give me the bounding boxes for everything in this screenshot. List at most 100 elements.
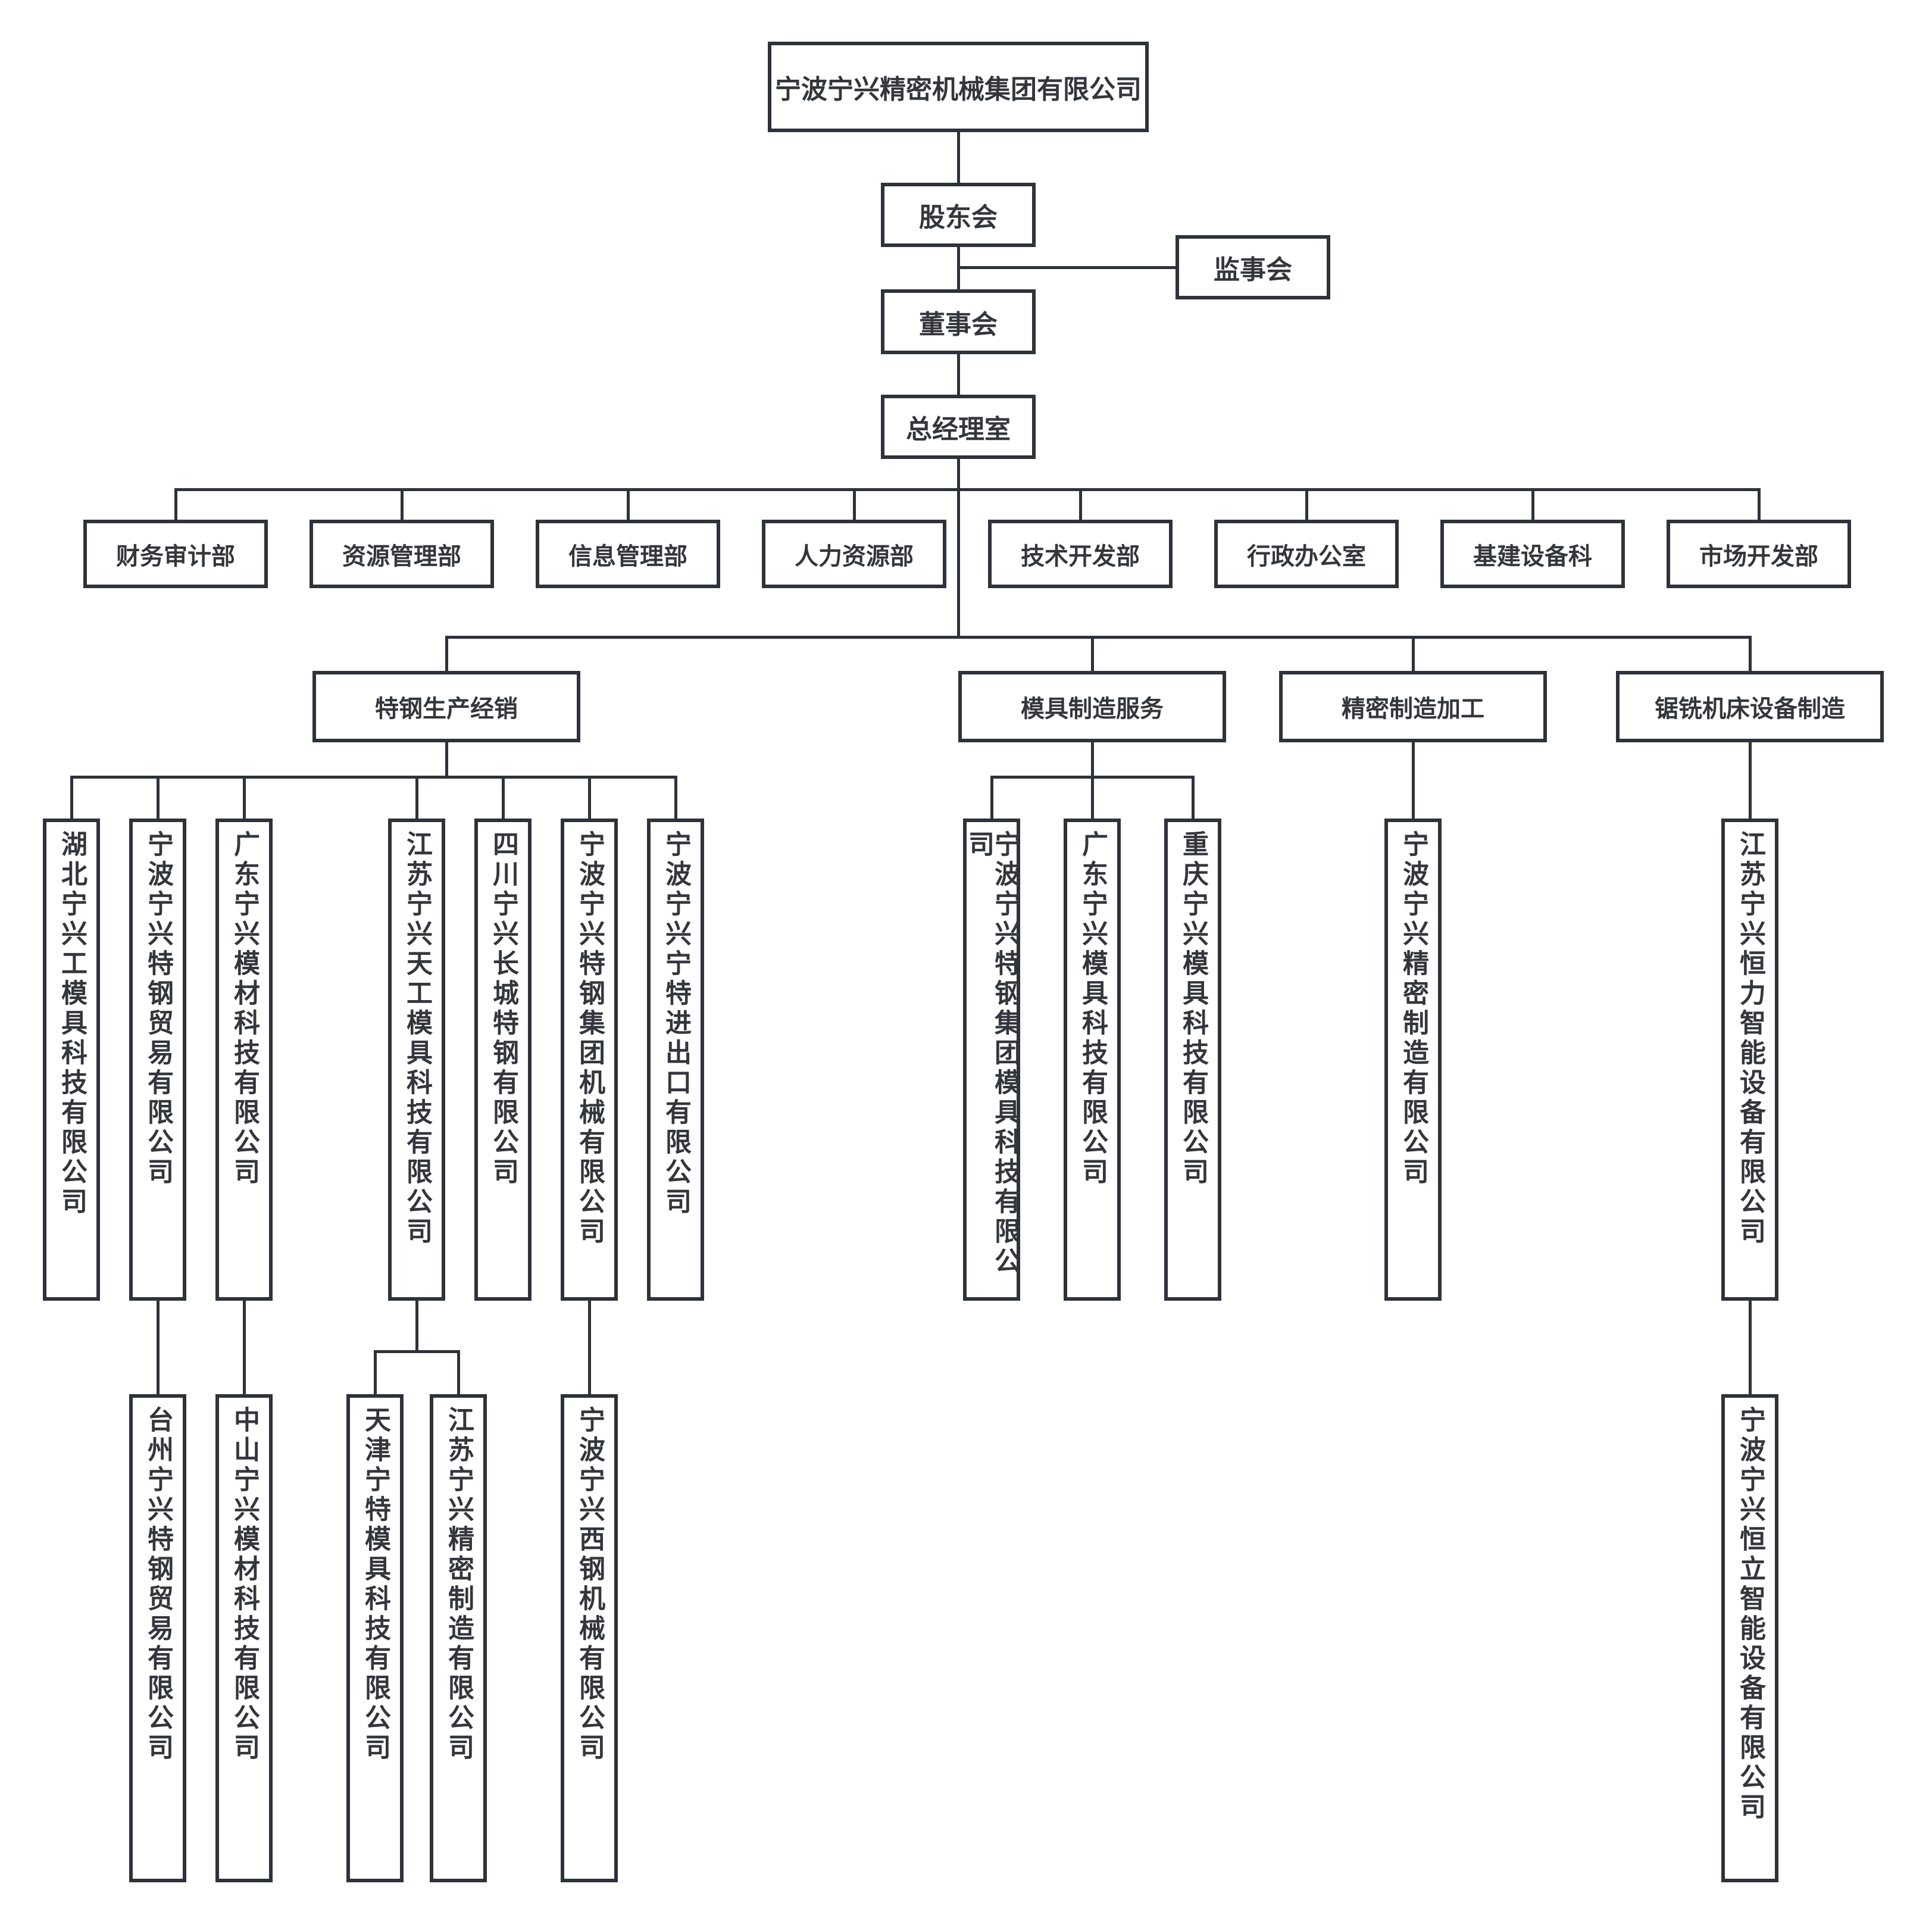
org-node-company-ningbo-xigang-machinery: 宁波宁兴西钢机械有限公司: [561, 1394, 618, 1882]
company-label: 宁波宁兴宁特进出口有限公司: [661, 830, 690, 1217]
division-label: 锯铣机床设备制造: [1655, 696, 1845, 722]
org-node-dept-resource-mgmt: 资源管理部: [310, 520, 494, 588]
dept-label: 基建设备科: [1473, 543, 1592, 570]
org-node-supervisory-board: 监事会: [1176, 235, 1330, 299]
connector-mold-down: [1091, 742, 1094, 776]
connector-stub-division-1: [1091, 636, 1094, 671]
company-label: 广东宁兴模具科技有限公司: [1078, 830, 1107, 1188]
company-label: 重庆宁兴模具科技有限公司: [1178, 830, 1208, 1188]
org-node-dept-admin-office: 行政办公室: [1214, 520, 1399, 588]
connector-machinery-to-xigang: [588, 1301, 591, 1394]
company-label: 宁波宁兴恒立智能设备有限公司: [1736, 1406, 1765, 1823]
connector-special-steel-bus: [71, 776, 676, 779]
dept-label: 市场开发部: [1699, 543, 1818, 570]
org-node-division-mold-services: 模具制造服务: [958, 671, 1226, 742]
connector-gm-office-to-division-bus: [957, 459, 960, 637]
org-node-board-of-directors: 董事会: [881, 289, 1036, 354]
connector-stub-division-2: [1412, 636, 1415, 671]
org-node-dept-info-mgmt: 信息管理部: [536, 520, 720, 588]
connector-stub-company-3: [415, 776, 418, 819]
connector-stub-dept-5: [1305, 488, 1308, 520]
connector-stub-company-7: [990, 776, 993, 819]
connector-stub-division-3: [1749, 636, 1752, 671]
org-node-dept-market-dev: 市场开发部: [1667, 520, 1851, 588]
company-label: 湖北宁兴工模具科技有限公司: [57, 830, 86, 1217]
company-label: 中山宁兴模材科技有限公司: [230, 1406, 259, 1763]
org-node-company-ningbo-special-steel-trading: 宁波宁兴特钢贸易有限公司: [129, 819, 186, 1301]
org-node-shareholders: 股东会: [881, 183, 1036, 247]
connector-stub-company-0: [70, 776, 73, 819]
board-of-directors-label: 董事会: [919, 310, 998, 339]
dept-label: 人力资源部: [795, 543, 914, 570]
connector-stub-dept-6: [1531, 488, 1534, 520]
org-node-gm-office: 总经理室: [881, 395, 1036, 459]
org-node-division-special-steel: 特钢生产经销: [312, 671, 580, 742]
company-label: 宁波宁兴精密制造有限公司: [1399, 830, 1428, 1188]
org-node-company-jiangsu-tiangong-mold: 江苏宁兴天工模具科技有限公司: [388, 819, 445, 1301]
company-label: 广东宁兴模材科技有限公司: [230, 830, 259, 1188]
dept-label: 财务审计部: [116, 543, 235, 570]
org-node-company-zhongshan-mocai: 中山宁兴模材科技有限公司: [215, 1394, 273, 1882]
connector-trading-to-taizhou: [157, 1301, 160, 1394]
connector-branch-to-tianjin: [374, 1350, 377, 1394]
org-node-company-ningbo-steel-group-mold: 宁波宁兴特钢集团模具科技有限公司: [963, 819, 1020, 1301]
connector-stub-dept-2: [627, 488, 630, 520]
dept-label: 资源管理部: [342, 543, 461, 570]
org-node-company-ningbo-precision-mfg: 宁波宁兴精密制造有限公司: [1384, 819, 1442, 1301]
org-node-company-tianjin-ningte-mold: 天津宁特模具科技有限公司: [346, 1394, 404, 1882]
company-label: 宁波宁兴特钢贸易有限公司: [143, 830, 173, 1188]
company-label: 江苏宁兴恒力智能设备有限公司: [1736, 830, 1765, 1247]
company-label: 宁波宁兴西钢机械有限公司: [575, 1406, 604, 1763]
org-node-dept-finance-audit: 财务审计部: [83, 520, 268, 588]
org-node-dept-infrastructure-equipment: 基建设备科: [1440, 520, 1625, 588]
connector-hengli-to-hengli2: [1749, 1301, 1752, 1394]
company-label: 宁波宁兴特钢集团模具科技有限公司: [964, 830, 1020, 1277]
shareholders-label: 股东会: [919, 203, 998, 232]
division-label: 精密制造加工: [1342, 696, 1484, 722]
connector-stub-dept-1: [401, 488, 404, 520]
org-node-company-guangdong-mold: 广东宁兴模具科技有限公司: [1064, 819, 1121, 1301]
connector-stub-company-9: [1192, 776, 1195, 819]
connector-root-to-shareholders: [957, 132, 960, 183]
connector-board-to-gm-office: [957, 354, 960, 395]
division-label: 特钢生产经销: [375, 696, 518, 722]
connector-precision-down: [1412, 742, 1415, 819]
connector-division-bus: [446, 636, 1750, 639]
supervisory-board-label: 监事会: [1214, 255, 1292, 285]
company-label: 宁波宁兴特钢集团机械有限公司: [575, 830, 604, 1247]
connector-stub-company-4: [502, 776, 505, 819]
org-node-company-jiangsu-precision-mfg: 江苏宁兴精密制造有限公司: [430, 1394, 487, 1882]
company-label: 四川宁兴长城特钢有限公司: [489, 830, 518, 1188]
connector-stub-division-0: [445, 636, 448, 671]
connector-stub-company-6: [674, 776, 677, 819]
connector-mocai-to-zhongshan: [243, 1301, 246, 1394]
org-node-company-sichuan-changcheng-steel: 四川宁兴长城特钢有限公司: [474, 819, 532, 1301]
connector-department-bus: [176, 488, 1759, 491]
dept-label: 行政办公室: [1247, 543, 1366, 570]
connector-stub-company-8: [1091, 776, 1094, 819]
org-node-company-jiangsu-hengli-smart-equipment: 江苏宁兴恒力智能设备有限公司: [1721, 819, 1778, 1301]
org-node-company-ningbo-ningte-import-export: 宁波宁兴宁特进出口有限公司: [647, 819, 704, 1301]
gm-office-label: 总经理室: [906, 415, 1011, 444]
org-node-company-ningbo-hengli-smart-equipment: 宁波宁兴恒立智能设备有限公司: [1721, 1394, 1778, 1882]
connector-stub-company-2: [243, 776, 246, 819]
org-node-company-guangdong-mocai: 广东宁兴模材科技有限公司: [215, 819, 273, 1301]
division-label: 模具制造服务: [1021, 696, 1164, 722]
company-label: 台州宁兴特钢贸易有限公司: [143, 1406, 173, 1763]
connector-stub-dept-3: [853, 488, 856, 520]
org-node-company-chongqing-mold: 重庆宁兴模具科技有限公司: [1164, 819, 1221, 1301]
org-node-company-hubei-ninggong-mold: 湖北宁兴工模具科技有限公司: [43, 819, 100, 1301]
company-label: 江苏宁兴天工模具科技有限公司: [402, 830, 432, 1247]
connector-branch-to-jiangsu-precision: [457, 1350, 460, 1394]
org-node-root: 宁波宁兴精密机械集团有限公司: [768, 42, 1149, 132]
connector-stub-dept-7: [1758, 488, 1761, 520]
org-node-root-label: 宁波宁兴精密机械集团有限公司: [775, 75, 1142, 104]
org-node-company-taizhou-special-steel-trading: 台州宁兴特钢贸易有限公司: [129, 1394, 186, 1882]
connector-stub-company-5: [588, 776, 591, 819]
company-label: 天津宁特模具科技有限公司: [361, 1406, 390, 1763]
company-label: 江苏宁兴精密制造有限公司: [444, 1406, 473, 1763]
org-node-division-precision-mfg: 精密制造加工: [1279, 671, 1547, 742]
connector-stub-dept-4: [1079, 488, 1082, 520]
connector-saw-milling-down: [1749, 742, 1752, 819]
